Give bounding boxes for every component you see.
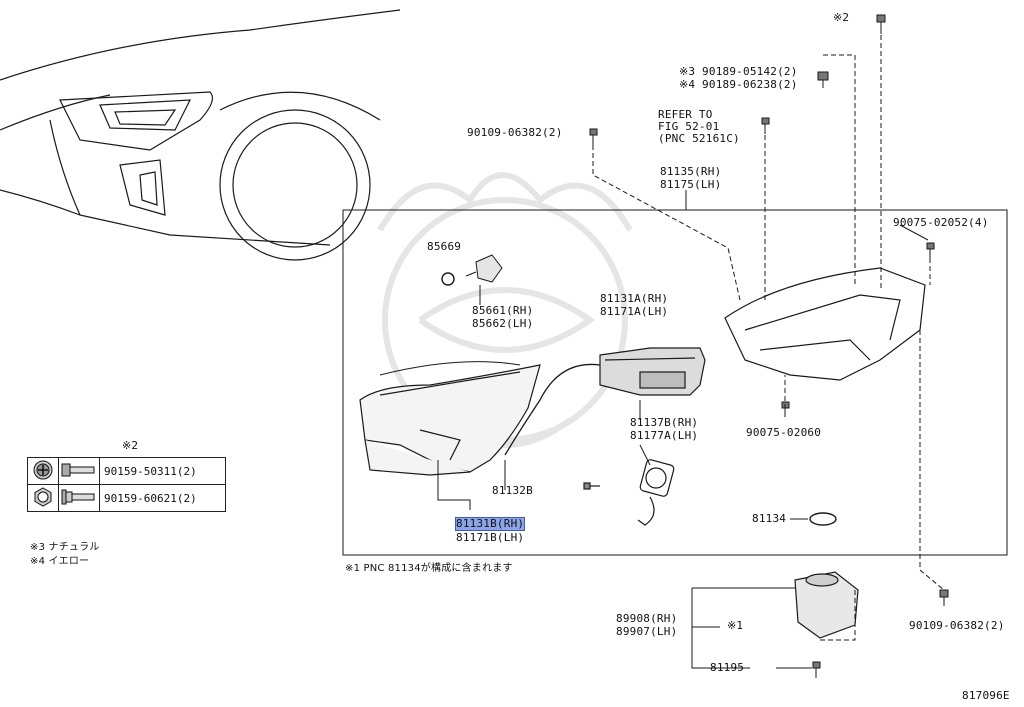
part-label-89907[interactable]: 89907(LH)	[616, 625, 678, 638]
phillips-head-icon	[27, 457, 59, 485]
refer-fig-label[interactable]: FIG 52-01	[658, 120, 720, 133]
leader-lines-dashed	[592, 35, 945, 641]
note1-label-small: ※1	[727, 619, 744, 632]
part-label-90189-06238[interactable]: ※4 90189-06238(2)	[679, 78, 798, 91]
legend-note3: ※3 ナチュラル	[30, 542, 100, 553]
part-label-81171B[interactable]: 81171B(LH)	[456, 531, 525, 544]
gasket-81134	[809, 512, 837, 526]
part-label-89908[interactable]: 89908(RH)	[616, 612, 678, 625]
part-label-81171A[interactable]: 81171A(LH)	[600, 305, 669, 318]
housing-cover-part	[724, 267, 926, 381]
part-label-85662[interactable]: 85662(LH)	[472, 317, 534, 330]
part-label-81131B-highlighted[interactable]: 81131B(RH)	[454, 517, 526, 531]
part-label-90075-02060[interactable]: 90075-02060	[746, 426, 822, 439]
assembly-frame	[342, 209, 1008, 556]
part-label-81195[interactable]: 81195	[710, 661, 745, 674]
o-ring-85669	[441, 272, 455, 286]
part-label-81135[interactable]: 81135(RH)	[660, 165, 722, 178]
side-bulb-part	[465, 254, 503, 283]
part-label-81137B[interactable]: 81137B(RH)	[630, 416, 699, 429]
legend-header: ※2	[122, 439, 139, 452]
part-label-85669[interactable]: 85669	[427, 240, 462, 253]
part-label-85661[interactable]: 85661(RH)	[472, 304, 534, 317]
part-label-90075-02052[interactable]: 90075-02052(4)	[893, 216, 989, 229]
part-label-81175[interactable]: 81175(LH)	[660, 178, 722, 191]
legend-note4: ※4 イエロー	[30, 556, 90, 567]
projector-unit-part	[599, 347, 706, 396]
note2-label-top: ※2	[833, 11, 850, 24]
legend-part-number[interactable]: 90159-60621(2)	[99, 484, 226, 512]
part-label-81134[interactable]: 81134	[752, 512, 787, 525]
screw-part	[583, 482, 600, 490]
refer-pnc-label: (PNC 52161C)	[658, 132, 740, 145]
part-label-90109-06382-bottom[interactable]: 90109-06382(2)	[909, 619, 1005, 632]
hex-head-icon	[27, 484, 59, 512]
car-front-illustration	[0, 9, 401, 261]
legend-row: 90159-60621(2)	[27, 484, 226, 512]
ballast-unit-part	[794, 571, 859, 639]
part-label-81177A[interactable]: 81177A(LH)	[630, 429, 699, 442]
legend-part-number[interactable]: 90159-50311(2)	[99, 457, 226, 485]
flange-bolt-side-icon	[58, 484, 100, 512]
wire-harness-part	[504, 363, 601, 456]
headlamp-housing-part	[359, 364, 541, 476]
cooling-fan-part	[637, 459, 675, 526]
legend-row: 90159-50311(2)	[27, 457, 226, 485]
screw-side-icon	[58, 457, 100, 485]
part-label-81132B[interactable]: 81132B	[492, 484, 533, 497]
fastener-legend-table: 90159-50311(2) 90159-60621(2)	[27, 457, 226, 512]
part-label-81131A[interactable]: 81131A(RH)	[600, 292, 669, 305]
part-label-90189-05142[interactable]: ※3 90189-05142(2)	[679, 65, 798, 78]
part-label-90109-06382-top[interactable]: 90109-06382(2)	[467, 126, 563, 139]
refer-to-label: REFER TO	[658, 108, 713, 121]
footnote-note1: ※1 PNC 81134が構成に含まれます	[345, 563, 513, 574]
figure-code: 817096E	[962, 689, 1010, 702]
leader-lines-solid	[437, 190, 929, 669]
fasteners	[589, 14, 949, 678]
